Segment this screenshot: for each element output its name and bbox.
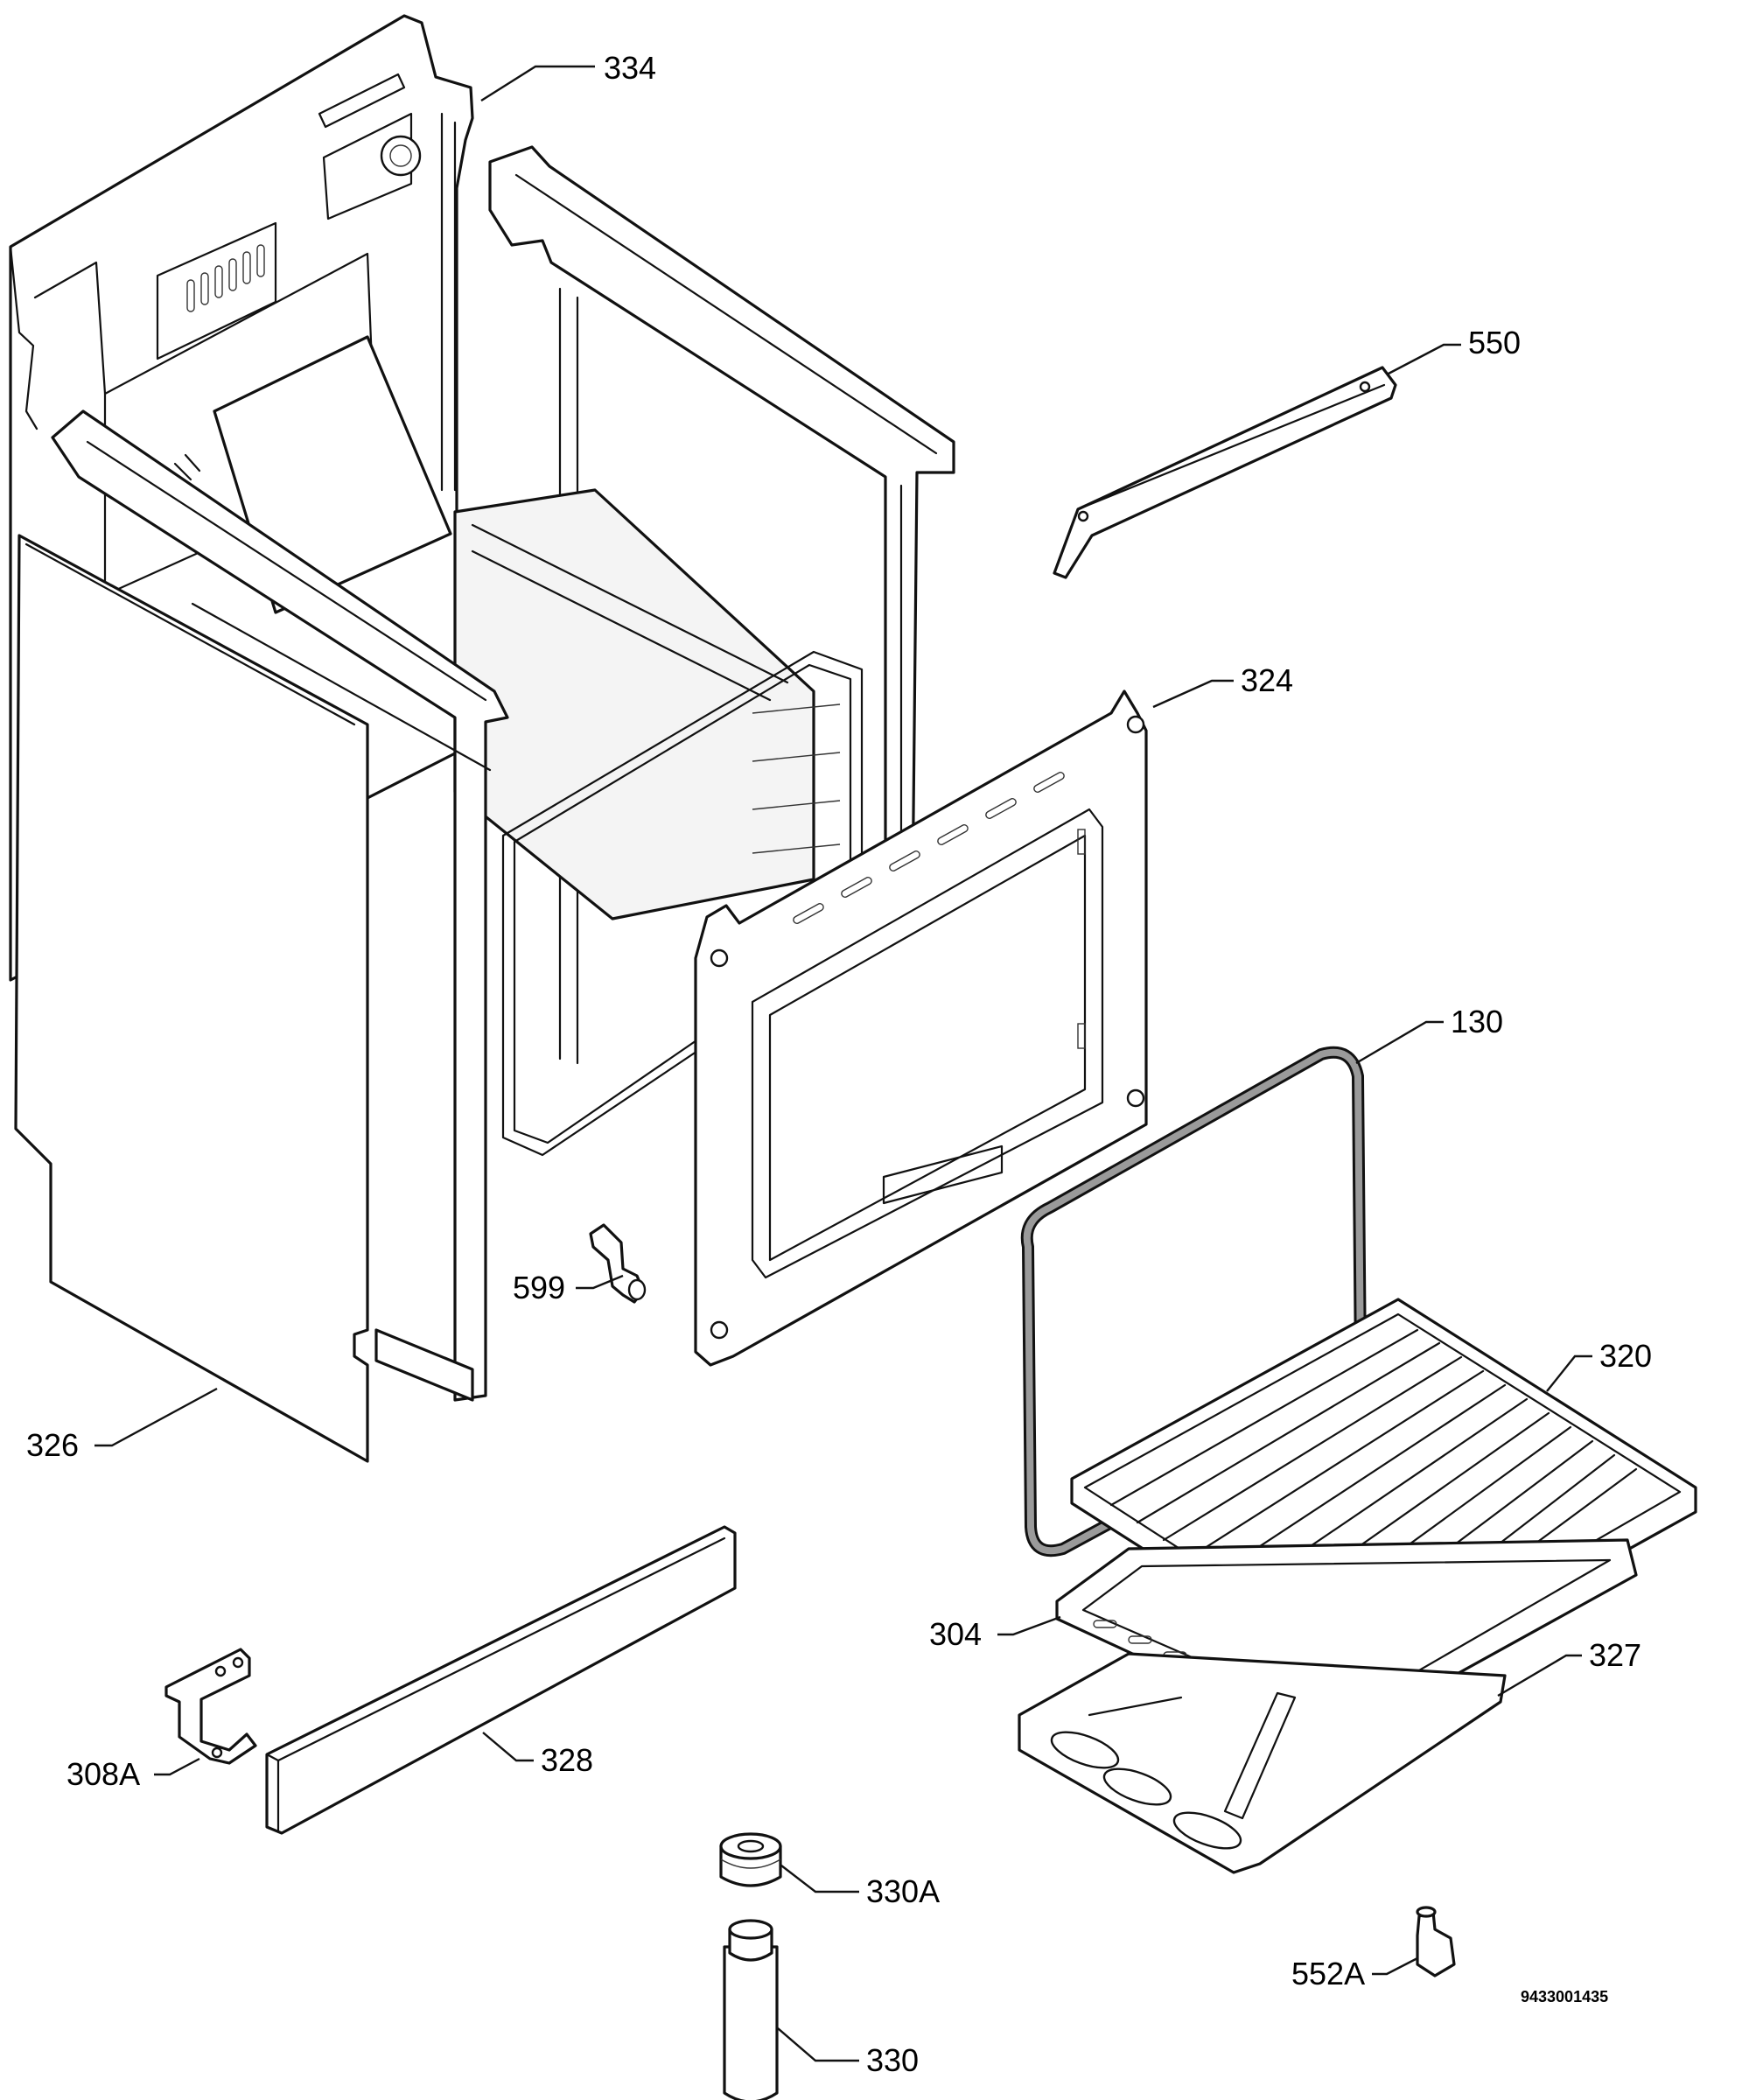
document-number: 9433001435 [1521, 1988, 1608, 2006]
leader-330a [780, 1865, 859, 1894]
part-328-plinth-panel[interactable] [265, 1525, 737, 1835]
callout-330a: 330A [866, 1873, 940, 1909]
callout-leader-lines [94, 65, 1592, 2062]
callout-550: 550 [1468, 325, 1521, 360]
callout-552a: 552A [1291, 1956, 1365, 1992]
part-324-door-inner-frame[interactable] [694, 690, 1148, 1367]
part-330-adjustable-foot[interactable] [723, 1919, 779, 2100]
leader-330 [777, 2027, 859, 2062]
callout-320: 320 [1599, 1338, 1652, 1374]
cabinet-left-frame [51, 410, 509, 1402]
leader-320 [1546, 1354, 1592, 1392]
leader-327 [1497, 1654, 1582, 1698]
part-308a-bracket[interactable] [164, 1648, 257, 1765]
leader-308a [154, 1757, 200, 1776]
part-550-trim-strip[interactable] [1053, 366, 1397, 579]
callout-326: 326 [26, 1427, 79, 1463]
callout-308a: 308A [66, 1756, 140, 1792]
callout-130: 130 [1451, 1004, 1503, 1040]
leader-324 [1152, 679, 1234, 709]
callout-304: 304 [929, 1616, 982, 1652]
leader-599 [576, 1274, 624, 1290]
leader-550 [1386, 343, 1461, 376]
part-330a-foot-cap[interactable] [719, 1832, 782, 1887]
leader-326 [94, 1387, 218, 1447]
part-599-hinge-clip[interactable] [589, 1223, 647, 1304]
leader-552a [1372, 1956, 1418, 1976]
part-552a-pin[interactable] [1416, 1906, 1456, 1978]
leader-304 [997, 1615, 1061, 1636]
part-130-door-gasket[interactable] [1020, 1046, 1367, 1558]
callout-327: 327 [1589, 1637, 1641, 1673]
callout-labels: 334 550 324 130 599 320 326 304 327 308A… [26, 50, 1652, 2078]
part-327-bottom-plate[interactable] [1018, 1652, 1507, 1874]
callout-334: 334 [604, 50, 656, 86]
part-326-side-panel[interactable] [14, 534, 369, 1463]
leader-130 [1355, 1020, 1444, 1065]
callout-324: 324 [1241, 662, 1293, 698]
callout-330: 330 [866, 2042, 919, 2078]
leader-328 [482, 1732, 534, 1762]
callout-599: 599 [513, 1270, 565, 1306]
callout-328: 328 [541, 1742, 593, 1778]
leader-334 [480, 65, 595, 102]
